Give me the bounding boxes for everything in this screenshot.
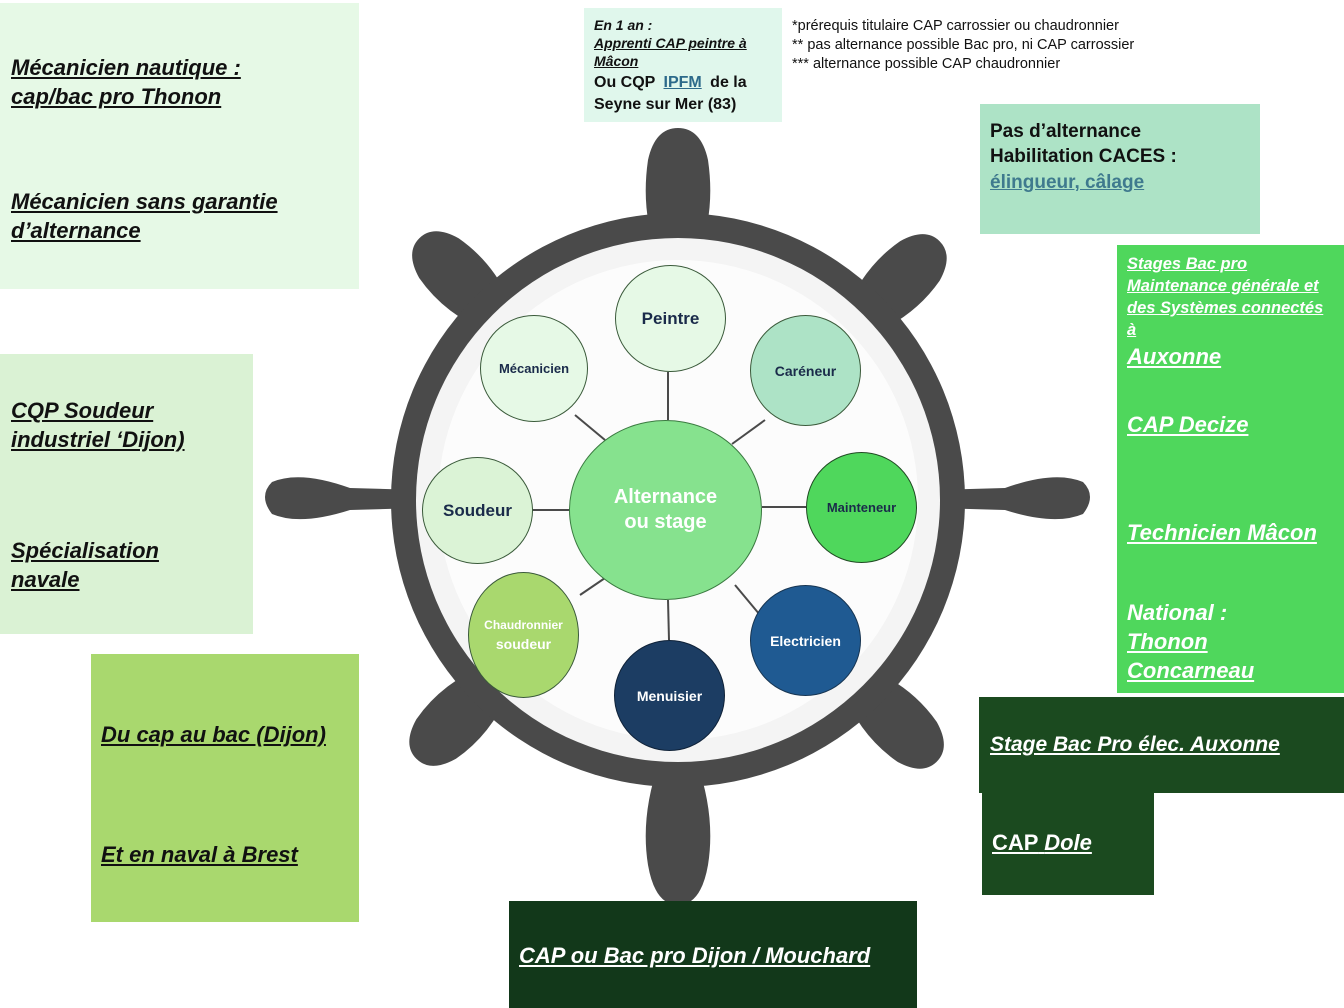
left-box1-text-a: Mécanicien nautique : cap/bac pro Thonon bbox=[11, 55, 241, 109]
left-box3-text-b: Et en naval à Brest bbox=[101, 842, 298, 867]
connector-careneur bbox=[731, 419, 766, 445]
node-mainteneur-label: Mainteneur bbox=[826, 500, 897, 515]
green-box-decize: CAP Decize bbox=[1127, 412, 1249, 437]
node-chaudronnier: Chaudronnier soudeur bbox=[468, 572, 579, 698]
left-box2-text-a: CQP Soudeur industriel ‘Dijon) bbox=[11, 398, 185, 452]
top-box-dela: de la bbox=[710, 74, 747, 91]
node-mainteneur: Mainteneur bbox=[806, 452, 917, 563]
green-box-small: Stages Bac pro Maintenance générale et d… bbox=[1127, 255, 1324, 339]
wheel-handle-right bbox=[935, 477, 1090, 520]
dole-box-dole: Dole bbox=[1044, 830, 1092, 855]
hub-line1: Alternance bbox=[613, 486, 718, 508]
dole-box-cap: CAP bbox=[992, 830, 1039, 855]
note-1: *prérequis titulaire CAP carrossier ou c… bbox=[792, 18, 1119, 34]
connector-electricien bbox=[734, 584, 761, 616]
top-box-line1: En 1 an : bbox=[594, 17, 653, 33]
green-box-national: National : bbox=[1127, 600, 1228, 625]
bottom-box-menuisier: CAP ou Bac pro Dijon / Mouchard bbox=[509, 901, 917, 1008]
dole-box-text: CAP Dole bbox=[992, 828, 1092, 857]
node-mecanicien-label: Mécanicien bbox=[498, 361, 570, 376]
wheel-handle-left bbox=[265, 477, 420, 520]
hub-line2: ou stage bbox=[624, 511, 707, 533]
left-box2-text-b: Spécialisation navale bbox=[11, 538, 159, 592]
node-careneur-label: Caréneur bbox=[774, 362, 837, 379]
left-box-mecanicien: Mécanicien nautique : cap/bac pro Thonon… bbox=[0, 3, 359, 289]
right-box-mainteneur: Stages Bac pro Maintenance générale et d… bbox=[1117, 245, 1344, 693]
ipfm-link[interactable]: IPFM bbox=[663, 74, 702, 91]
node-mecanicien: Mécanicien bbox=[480, 315, 588, 422]
green-box-concarneau: Concarneau bbox=[1127, 658, 1255, 683]
node-chaudronnier-label1: Chaudronnier bbox=[484, 618, 563, 632]
elec-box-text: Stage Bac Pro élec. Auxonne bbox=[990, 733, 1280, 756]
node-soudeur: Soudeur bbox=[422, 457, 533, 564]
connector-mecanicien bbox=[574, 414, 606, 441]
hub-alternance-stage: Alternance ou stage bbox=[569, 420, 762, 600]
left-box-chaudronnier: Du cap au bac (Dijon) Et en naval à Bres… bbox=[91, 654, 359, 922]
node-peintre-label: Peintre bbox=[641, 308, 700, 328]
connector-menuisier bbox=[667, 599, 670, 641]
left-box3-text-a: Du cap au bac (Dijon) bbox=[101, 722, 326, 747]
bottom-box-text: CAP ou Bac pro Dijon / Mouchard bbox=[519, 943, 871, 968]
caces-line1: Pas d’alternance bbox=[990, 121, 1142, 142]
right-box-dole: CAP Dole bbox=[982, 793, 1154, 895]
node-peintre: Peintre bbox=[615, 265, 726, 372]
green-box-macon: Technicien Mâcon bbox=[1127, 520, 1317, 545]
node-soudeur-label: Soudeur bbox=[443, 500, 512, 520]
top-box-line2: Apprenti CAP peintre à Mâcon bbox=[594, 35, 747, 69]
caces-link[interactable]: élingueur, câlage bbox=[990, 172, 1145, 193]
left-box-soudeur: CQP Soudeur industriel ‘Dijon) Spécialis… bbox=[0, 354, 253, 634]
node-electricien: Electricien bbox=[750, 585, 861, 696]
left-box1-text-b: Mécanicien sans garantie d’alternance bbox=[11, 189, 278, 243]
node-menuisier-label: Menuisier bbox=[636, 687, 703, 704]
top-apprenti-box: En 1 an : Apprenti CAP peintre à Mâcon O… bbox=[584, 8, 782, 122]
green-box-thonon: Thonon bbox=[1127, 629, 1208, 654]
green-box-auxonne: Auxonne bbox=[1127, 344, 1222, 369]
node-menuisier: Menuisier bbox=[614, 640, 725, 751]
node-careneur: Caréneur bbox=[750, 315, 861, 426]
right-box-electricien: Stage Bac Pro élec. Auxonne bbox=[979, 697, 1344, 793]
caces-line2: Habilitation CACES : bbox=[990, 146, 1177, 167]
note-2: ** pas alternance possible Bac pro, ni C… bbox=[792, 37, 1135, 53]
node-chaudronnier-label2: soudeur bbox=[495, 636, 552, 652]
connector-chaudronnier bbox=[579, 577, 606, 596]
top-box-line4: Seyne sur Mer (83) bbox=[594, 96, 737, 113]
note-3: *** alternance possible CAP chaudronnier bbox=[792, 56, 1061, 72]
top-box-cqp: Ou CQP bbox=[594, 74, 656, 91]
node-electricien-label: Electricien bbox=[770, 632, 841, 649]
right-box-caces: Pas d’alternance Habilitation CACES : él… bbox=[980, 104, 1260, 234]
